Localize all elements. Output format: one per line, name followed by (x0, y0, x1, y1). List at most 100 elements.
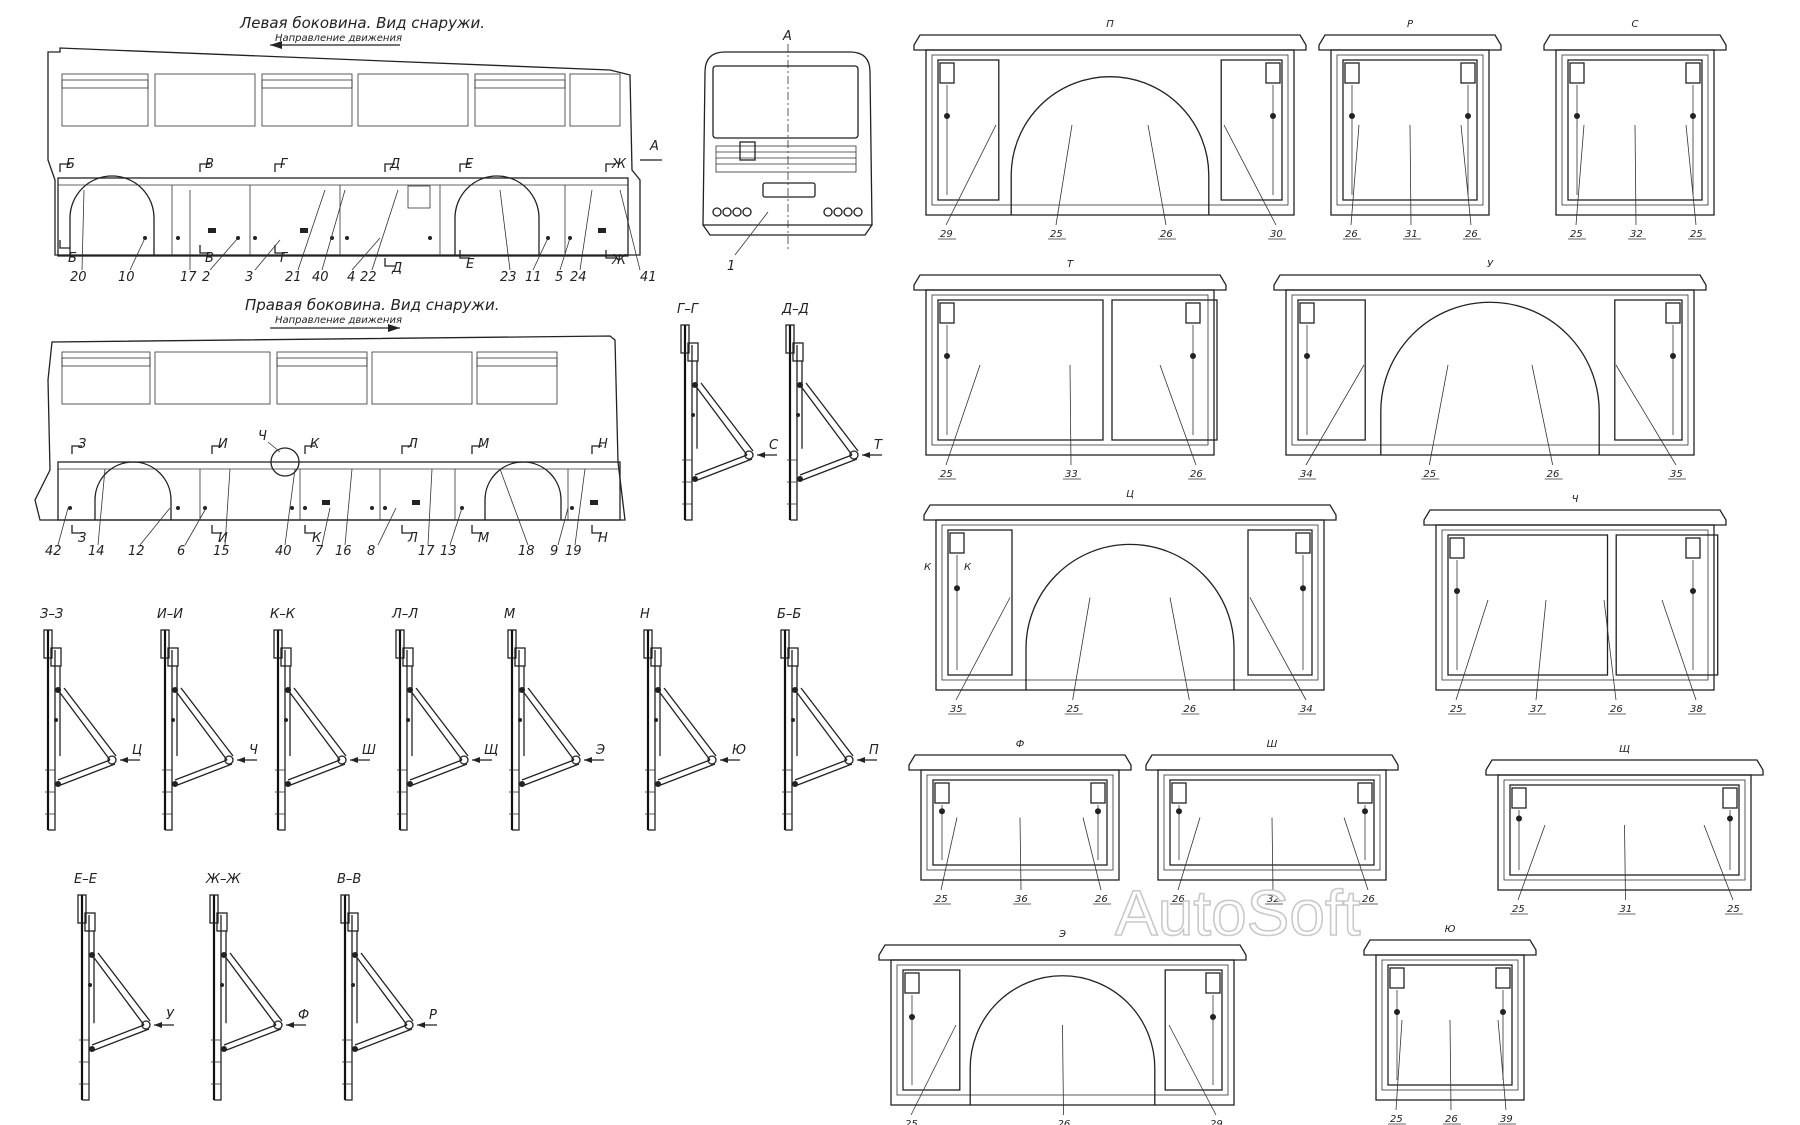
callout-2: 2 (202, 270, 210, 285)
right-direction-label: Направление движения (275, 315, 402, 326)
front-callout-1: 1 (727, 259, 735, 274)
view-title: П (1106, 19, 1114, 30)
view-callout: 26 (1058, 1119, 1071, 1125)
section-title: Л–Л (391, 607, 418, 622)
view-callout: 25 (1390, 1114, 1403, 1125)
watermark: AutoSoft (1115, 877, 1361, 949)
callout-17: 17 (180, 270, 197, 285)
mark-ch: Ч (258, 429, 267, 444)
view-callout: 26 (1547, 469, 1560, 480)
right-callouts: 42 14 12 6 15 40 7 16 8 17 13 18 9 19 (45, 544, 582, 559)
section-title: Ж–Ж (205, 872, 242, 887)
front-view-mark: А (782, 29, 792, 44)
view-callout: 32 (1267, 894, 1280, 905)
left-side-panel-view: Левая боковина. Вид снаружи. Направление… (47, 14, 662, 285)
callout-24: 24 (570, 270, 587, 285)
section-title: И–И (157, 607, 183, 622)
section-mid-2: К–КШ (270, 607, 376, 831)
view-callout: 26 (1345, 229, 1358, 240)
callout-23: 23 (500, 270, 517, 285)
mark-l: Л (407, 437, 418, 452)
view-callout: 25 (905, 1119, 918, 1125)
view-callout: 37 (1530, 704, 1543, 715)
view-arrow-label: Ю (732, 743, 746, 758)
view-callout: 25 (1067, 704, 1080, 715)
callout-3: 3 (245, 270, 253, 285)
view-callout: 38 (1690, 704, 1703, 715)
callout-5: 5 (555, 270, 563, 285)
view-title: Т (1067, 259, 1074, 270)
callout-40: 40 (312, 270, 329, 285)
section-mid-6: Б–БП (777, 607, 879, 831)
section-title: Н (640, 607, 650, 622)
view-arrow-label: У (166, 1008, 175, 1023)
view-arrow-label: Ц (132, 743, 142, 758)
view-callout: 26 (1183, 704, 1196, 715)
view-callout: 26 (1465, 229, 1478, 240)
section-bottom-2: В–ВР (337, 872, 437, 1101)
callout-20: 20 (70, 270, 87, 285)
right-side-panel-view: Правая боковина. Вид снаружи. Направлени… (34, 296, 626, 559)
view-title: Ю (1445, 924, 1456, 935)
right-side-title: Правая боковина. Вид снаружи. (245, 296, 499, 314)
view-callout: 25 (1050, 229, 1063, 240)
section-top-1: Д–ДТ (781, 302, 883, 521)
section-mid-5: НЮ (640, 607, 746, 831)
view-arrow-label: Ф (298, 1008, 309, 1023)
detail-view-9: Щ 25 31 25 (1485, 744, 1764, 915)
view-title: Ц (1126, 489, 1134, 500)
view-arrow-label: Щ (484, 743, 498, 758)
section-mid-4: МЭ (504, 607, 605, 831)
view-arrow-label: Т (874, 438, 883, 453)
view-arrow-label: С (769, 438, 779, 453)
view-arrow-label: Ш (362, 743, 376, 758)
front-view: А 1 (702, 29, 873, 274)
mark-v-bottom: В (205, 251, 214, 266)
view-callout: 26 (1610, 704, 1623, 715)
view-callout: 25 (935, 894, 948, 905)
view-callout: 34 (1300, 704, 1313, 715)
section-title: М (504, 607, 515, 622)
mark-b-bottom: Б (68, 251, 77, 266)
mark-g-bottom: Г (280, 251, 289, 266)
section-bottom-0: Е–ЕУ (74, 872, 175, 1101)
section-title: В–В (337, 872, 361, 887)
mark-b: Б (66, 157, 75, 172)
callout-4: 4 (347, 270, 355, 285)
callout-40b: 40 (275, 544, 292, 559)
view-title: Ш (1267, 739, 1278, 750)
view-callout: 26 (1160, 229, 1173, 240)
view-callout: 31 (1620, 904, 1633, 915)
view-callout: 35 (950, 704, 963, 715)
view-callout: 39 (1500, 1114, 1513, 1125)
section-mid-3: Л–Л Щ (391, 607, 498, 831)
view-callout: 25 (1512, 904, 1525, 915)
view-callout: 34 (1300, 469, 1313, 480)
mark-d-bottom: Д (391, 261, 402, 276)
callout-21: 21 (285, 270, 302, 285)
callout-8: 8 (367, 544, 375, 559)
view-title: Щ (1619, 744, 1630, 755)
mark-k: К (310, 437, 320, 452)
view-mark: К (964, 562, 972, 573)
callout-19: 19 (565, 544, 582, 559)
mark-zh: Ж (611, 157, 627, 172)
mark-i: И (218, 437, 228, 452)
mark-i-bottom: И (218, 531, 228, 546)
view-callout: 26 (1362, 894, 1375, 905)
callout-42: 42 (45, 544, 62, 559)
view-title: У (1487, 259, 1494, 270)
callout-10: 10 (118, 270, 135, 285)
view-callout: 26 (1190, 469, 1203, 480)
mark-z-bottom: З (78, 531, 86, 546)
view-callout: 25 (1727, 904, 1740, 915)
view-arrow-label: Ч (249, 743, 258, 758)
view-callout: 31 (1405, 229, 1418, 240)
